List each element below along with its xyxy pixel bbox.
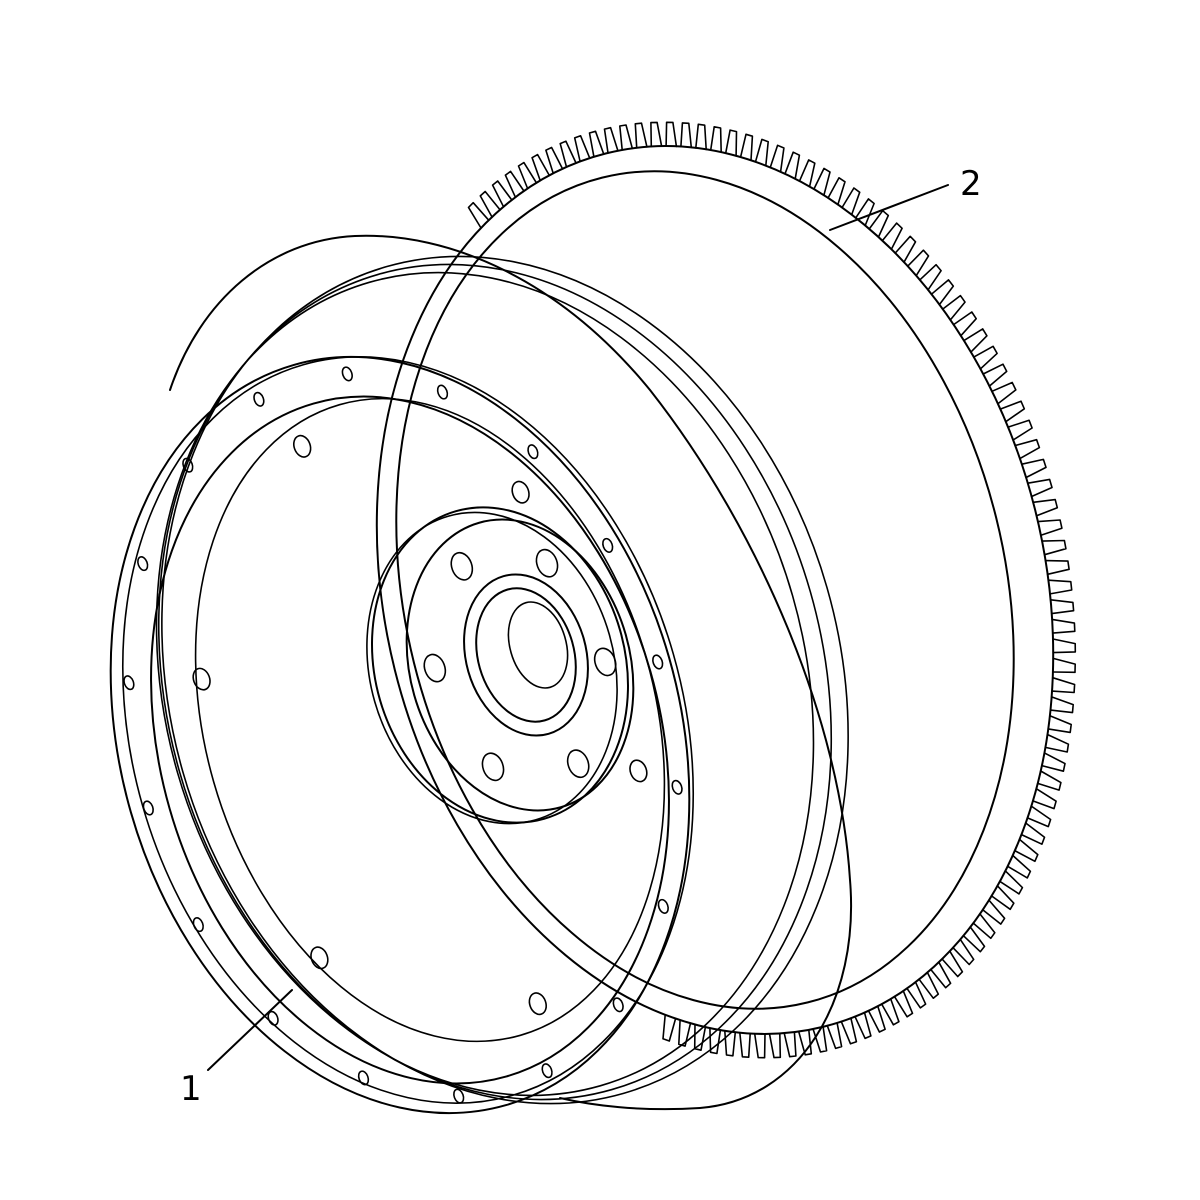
flywheel-drum-rim-1 bbox=[161, 255, 849, 1105]
flange-bolt-hole bbox=[527, 444, 539, 460]
flywheel-drum-rim-2 bbox=[157, 263, 833, 1101]
drum-bolt-hole bbox=[310, 946, 329, 970]
drum-bolt-hole bbox=[511, 480, 530, 504]
flange-bolt-hole bbox=[657, 898, 669, 914]
flange-bolt-hole bbox=[602, 537, 614, 553]
callout-1-leader bbox=[207, 989, 293, 1071]
hub-front-face bbox=[405, 518, 635, 812]
hub-bolt-hole bbox=[535, 548, 559, 578]
drum-bolt-hole bbox=[528, 992, 548, 1016]
flange-bolt-hole bbox=[267, 1010, 279, 1026]
flange-bolt-hole bbox=[142, 800, 154, 816]
flange-bolt-hole bbox=[137, 556, 149, 572]
ring-gear bbox=[375, 121, 1077, 1059]
flange-bolt-hole bbox=[612, 997, 624, 1013]
callout-2-leader bbox=[829, 184, 949, 231]
hub-bolt-hole bbox=[450, 551, 474, 581]
ring-gear-teeth bbox=[467, 121, 1077, 1059]
hub-bolt-hole bbox=[423, 653, 447, 683]
flange-bolt-holes bbox=[123, 366, 683, 1104]
flange-outer-edge bbox=[109, 355, 691, 1115]
flange-bolt-hole bbox=[541, 1063, 553, 1079]
flange-bolt-hole bbox=[453, 1088, 465, 1104]
flywheel-hub bbox=[366, 506, 635, 825]
flywheel-drum-rim-3 bbox=[155, 271, 815, 1097]
flange-bolt-hole bbox=[652, 654, 664, 670]
hub-boss bbox=[463, 573, 589, 737]
callout-1: 1 bbox=[180, 989, 293, 1109]
callout-2: 2 bbox=[829, 164, 982, 231]
flywheel-drum-outline bbox=[169, 234, 853, 1111]
callout-1-label: 1 bbox=[180, 1069, 202, 1109]
hub-bolt-hole bbox=[566, 749, 590, 779]
hub-bore-inner bbox=[507, 601, 569, 689]
hub-bolt-holes bbox=[423, 548, 617, 782]
flange-bolt-hole bbox=[341, 366, 353, 382]
hub-bore bbox=[475, 587, 577, 723]
flange-bolt-hole bbox=[182, 457, 194, 473]
hub-back-face-2 bbox=[366, 511, 618, 825]
flywheel-flange bbox=[109, 355, 695, 1115]
flange-inner-bore bbox=[194, 397, 666, 1043]
hub-back-face bbox=[371, 506, 629, 824]
flange-bolt-hole bbox=[671, 779, 683, 795]
ring-gear-inner-face bbox=[395, 170, 1015, 1010]
drum-bolt-hole bbox=[629, 759, 648, 783]
gear-tooth-profile bbox=[467, 121, 1077, 1059]
flange-outer-edge-thickness bbox=[121, 356, 695, 1104]
drum-bolt-hole bbox=[292, 434, 312, 458]
flange-bolt-hole bbox=[192, 917, 204, 933]
drum-bolt-hole bbox=[192, 667, 211, 691]
drum-bolt-holes bbox=[192, 434, 648, 1016]
flange-bolt-hole bbox=[357, 1070, 370, 1086]
flange-bolt-hole bbox=[436, 384, 449, 400]
hub-bolt-hole bbox=[593, 647, 617, 677]
callout-2-label: 2 bbox=[960, 164, 982, 204]
flywheel-body bbox=[155, 234, 853, 1111]
flange-bolt-hole bbox=[253, 391, 265, 407]
flange-bolt-hole bbox=[123, 675, 135, 691]
hub-bolt-hole bbox=[481, 752, 505, 782]
ring-gear-root-circle bbox=[375, 145, 1055, 1035]
